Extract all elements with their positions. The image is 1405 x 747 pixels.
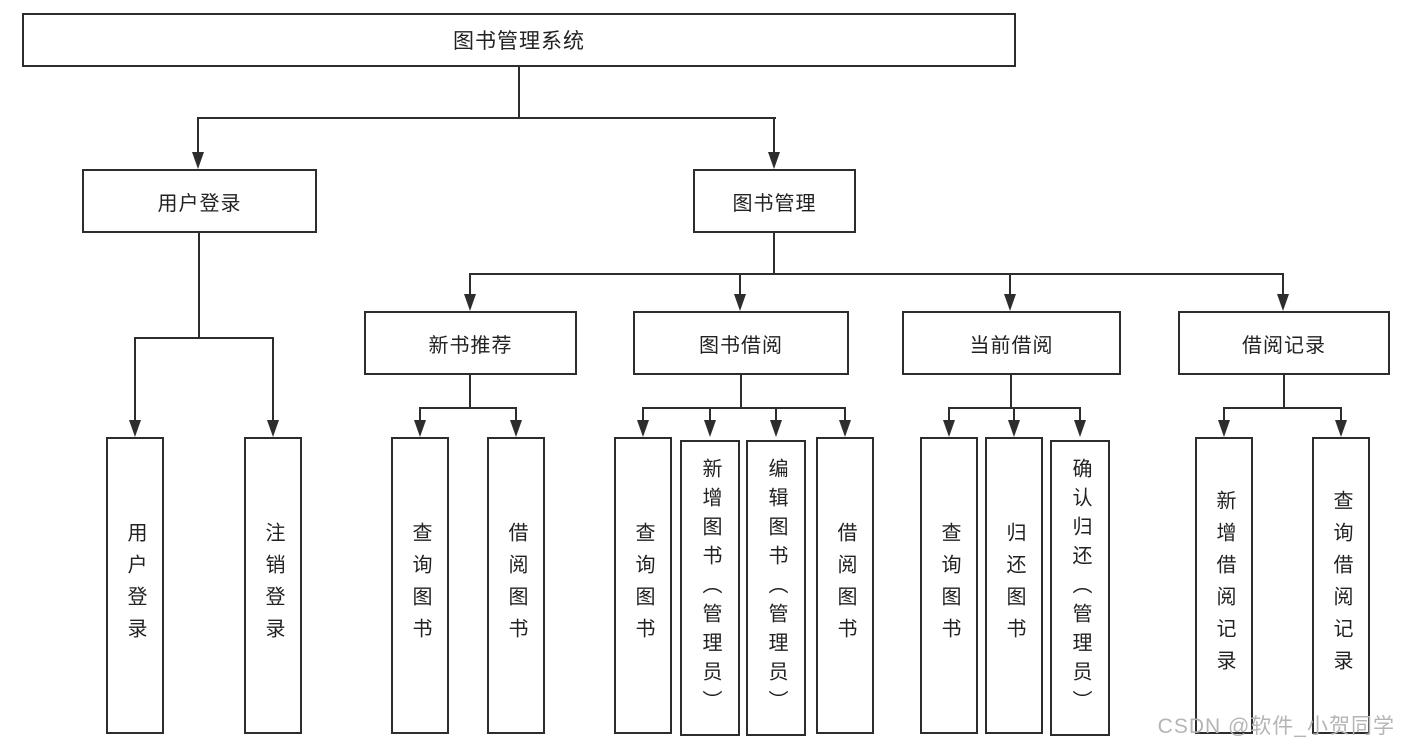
connector-user-login-bar — [134, 337, 274, 339]
node-logout: 注销登录 — [244, 437, 302, 734]
connector-borrowing-records-bar — [1223, 407, 1342, 409]
arrow-down-to-confirm-return-admin — [1074, 407, 1086, 437]
arrow-down-to-book-borrowing — [734, 273, 746, 311]
arrow-down-to-query-books-2 — [637, 407, 649, 437]
arrow-down-to-logout — [267, 337, 279, 437]
arrow-down-to-query-books-1 — [414, 407, 426, 437]
node-return-books: 归还图书 — [985, 437, 1043, 734]
node-new-book-recommendation: 新书推荐 — [364, 311, 577, 375]
node-query-books-under-borrowing: 查询图书 — [614, 437, 672, 734]
arrow-down-to-borrow-books-1 — [510, 407, 522, 437]
arrow-down-to-login — [129, 337, 141, 437]
arrow-down-to-user-login — [192, 117, 204, 169]
arrow-down-to-edit-books-admin — [770, 407, 782, 437]
node-borrowing-records: 借阅记录 — [1178, 311, 1390, 375]
arrow-down-to-return-books — [1008, 407, 1020, 437]
node-current-borrowing: 当前借阅 — [902, 311, 1121, 375]
connector-root-bar — [197, 117, 776, 119]
connector-user-login-stem — [198, 232, 200, 338]
connector-book-management-bar — [469, 273, 1284, 275]
node-book-management: 图书管理 — [693, 169, 856, 233]
node-add-books-admin: 新增图书（管理员） — [680, 440, 740, 736]
connector-current-borrowing-stem — [1010, 374, 1012, 408]
connector-book-borrowing-bar — [642, 407, 846, 409]
connector-new-book-recommend-stem — [469, 374, 471, 408]
arrow-down-to-borrowing-records — [1277, 273, 1289, 311]
arrow-down-to-current-borrowing — [1004, 273, 1016, 311]
node-confirm-return-admin: 确认归还（管理员） — [1050, 440, 1110, 736]
csdn-watermark: CSDN @软件_小贺同学 — [1157, 715, 1395, 738]
node-login: 用户登录 — [106, 437, 164, 734]
node-book-borrowing: 图书借阅 — [633, 311, 849, 375]
arrow-down-to-add-borrow-record — [1218, 407, 1230, 437]
node-query-books-under-recommend: 查询图书 — [391, 437, 449, 734]
arrow-down-to-query-borrow-record — [1335, 407, 1347, 437]
arrow-down-to-book-management — [768, 117, 780, 169]
arrow-down-to-new-book-recommend — [464, 273, 476, 311]
node-add-borrow-record: 新增借阅记录 — [1195, 437, 1253, 734]
arrow-down-to-borrow-books-2 — [839, 407, 851, 437]
connector-book-management-stem — [773, 232, 775, 274]
node-user-login: 用户登录 — [82, 169, 317, 233]
arrow-down-to-query-books-3 — [943, 407, 955, 437]
connector-book-borrowing-stem — [740, 374, 742, 408]
node-library-management-system: 图书管理系统 — [22, 13, 1016, 67]
node-edit-books-admin: 编辑图书（管理员） — [746, 440, 806, 736]
arrow-down-to-add-books-admin — [704, 407, 716, 437]
node-borrow-books-under-borrowing: 借阅图书 — [816, 437, 874, 734]
node-borrow-books-under-recommend: 借阅图书 — [487, 437, 545, 734]
node-query-borrow-record: 查询借阅记录 — [1312, 437, 1370, 734]
connector-new-book-recommend-bar — [419, 407, 517, 409]
connector-borrowing-records-stem — [1283, 374, 1285, 408]
node-query-books-under-current: 查询图书 — [920, 437, 978, 734]
connector-root-stem — [518, 66, 520, 118]
